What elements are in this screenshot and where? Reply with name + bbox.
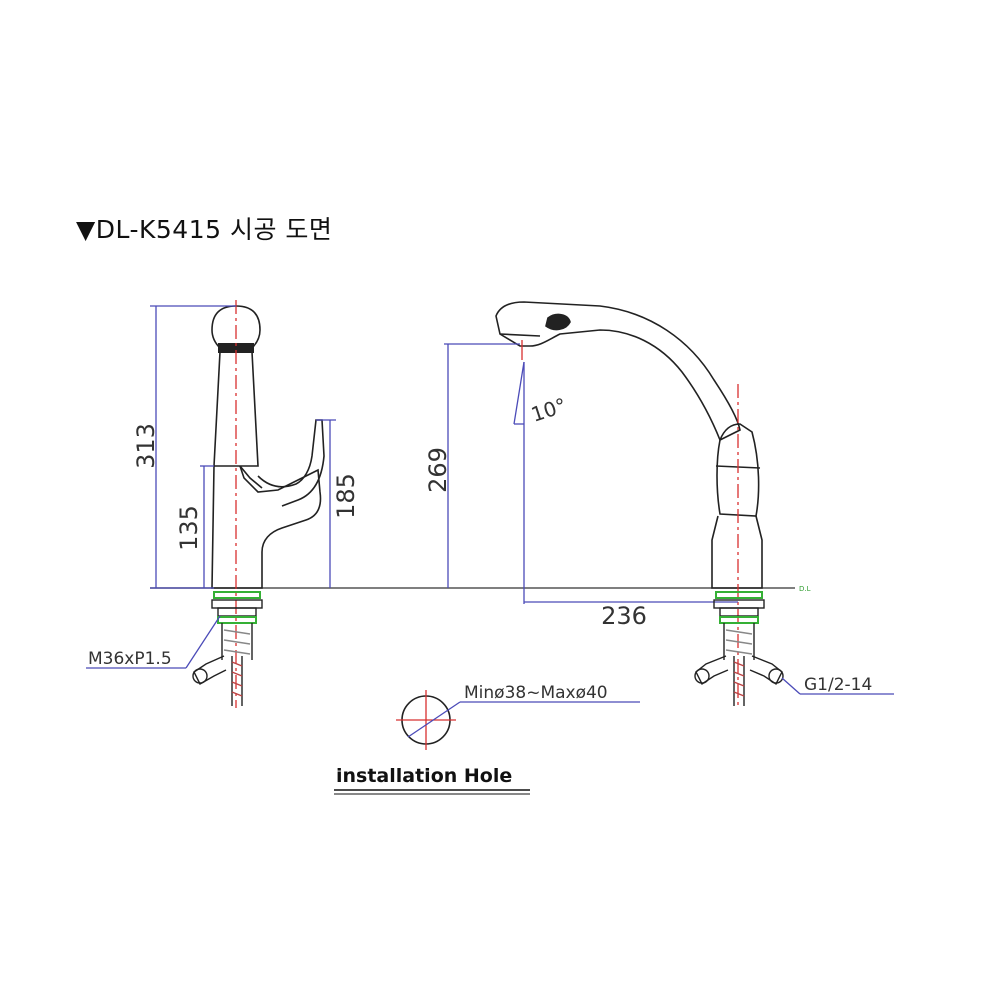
front-gasket (715, 591, 763, 599)
side-view-faucet (211, 305, 325, 589)
front-lower-body (711, 515, 763, 589)
front-angle-valve-left (695, 655, 729, 686)
front-angle-valve-right (749, 655, 783, 686)
side-mount-assembly (192, 591, 263, 706)
page-title: ▼DL-K5415 시공 도면 (76, 215, 333, 244)
hole-caption: installation Hole (336, 765, 512, 787)
side-base (211, 465, 322, 589)
mount-thread-leader-diag (185, 615, 221, 669)
hole-diameter-line (407, 701, 461, 738)
front-view-faucet (495, 301, 763, 589)
dim-body-height: 135 (175, 505, 203, 551)
installation-hole (396, 690, 640, 750)
front-lower-gasket (719, 616, 759, 624)
dim-handle-height: 185 (332, 473, 360, 519)
side-angle-valve (193, 655, 227, 685)
side-supply-hose (231, 656, 243, 706)
side-handle-inner (239, 465, 263, 489)
supply-thread-label: G1/2-14 (804, 675, 872, 695)
front-dimensions (444, 343, 738, 604)
side-spray-head (211, 305, 261, 349)
side-spout (213, 351, 259, 467)
dim-total-height: 313 (132, 423, 160, 469)
side-dimensions (150, 305, 336, 589)
mount-thread-label: M36xP1.5 (88, 649, 172, 669)
datum-line-label: D.L (799, 585, 811, 593)
side-gasket (213, 591, 261, 599)
dim-spout-angle: 10° (528, 393, 569, 427)
front-mount-assembly (694, 591, 784, 706)
side-handle (257, 419, 325, 507)
side-lower-gasket (217, 616, 257, 624)
dim-spout-height: 269 (424, 447, 452, 493)
hole-size-label: Minø38~Maxø40 (464, 683, 608, 703)
front-body (716, 423, 760, 517)
front-spray-button (545, 313, 571, 331)
supply-thread-leader (781, 677, 801, 695)
front-supply-hose (733, 656, 745, 706)
side-spray-nozzle (218, 343, 254, 353)
dim-spout-reach: 236 (601, 602, 647, 630)
